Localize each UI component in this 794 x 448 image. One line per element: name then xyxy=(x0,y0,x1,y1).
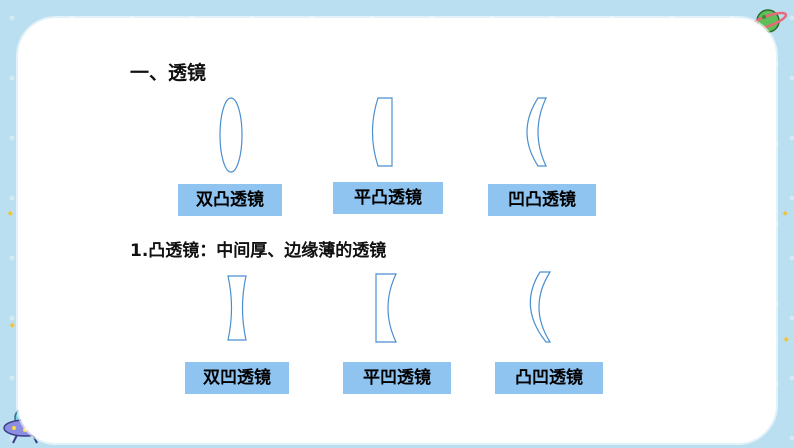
concavo-convex-label: 凹凸透镜 xyxy=(488,184,596,216)
convex-lens-definition: 1.凸透镜：中间厚、边缘薄的透镜 xyxy=(130,241,387,261)
section-title: 一、透镜 xyxy=(130,62,207,84)
star-icon: ✦ xyxy=(8,321,17,332)
plano-convex-label: 平凸透镜 xyxy=(333,182,443,214)
star-icon: ✦ xyxy=(782,335,791,346)
biconvex-lens-diagram xyxy=(218,96,244,174)
star-icon: ✦ xyxy=(781,209,790,220)
plano-convex-lens-diagram xyxy=(366,96,396,168)
biconcave-lens-diagram xyxy=(226,274,248,342)
plano-concave-lens-diagram xyxy=(372,272,402,344)
convexo-concave-lens-diagram xyxy=(518,270,554,344)
biconvex-label: 双凸透镜 xyxy=(178,184,282,216)
convexo-concave-label: 凸凹透镜 xyxy=(495,362,603,394)
star-icon: ✦ xyxy=(6,209,15,220)
biconcave-label: 双凹透镜 xyxy=(185,362,289,394)
plano-concave-label: 平凹透镜 xyxy=(343,362,451,394)
concavo-convex-lens-diagram xyxy=(516,96,552,168)
